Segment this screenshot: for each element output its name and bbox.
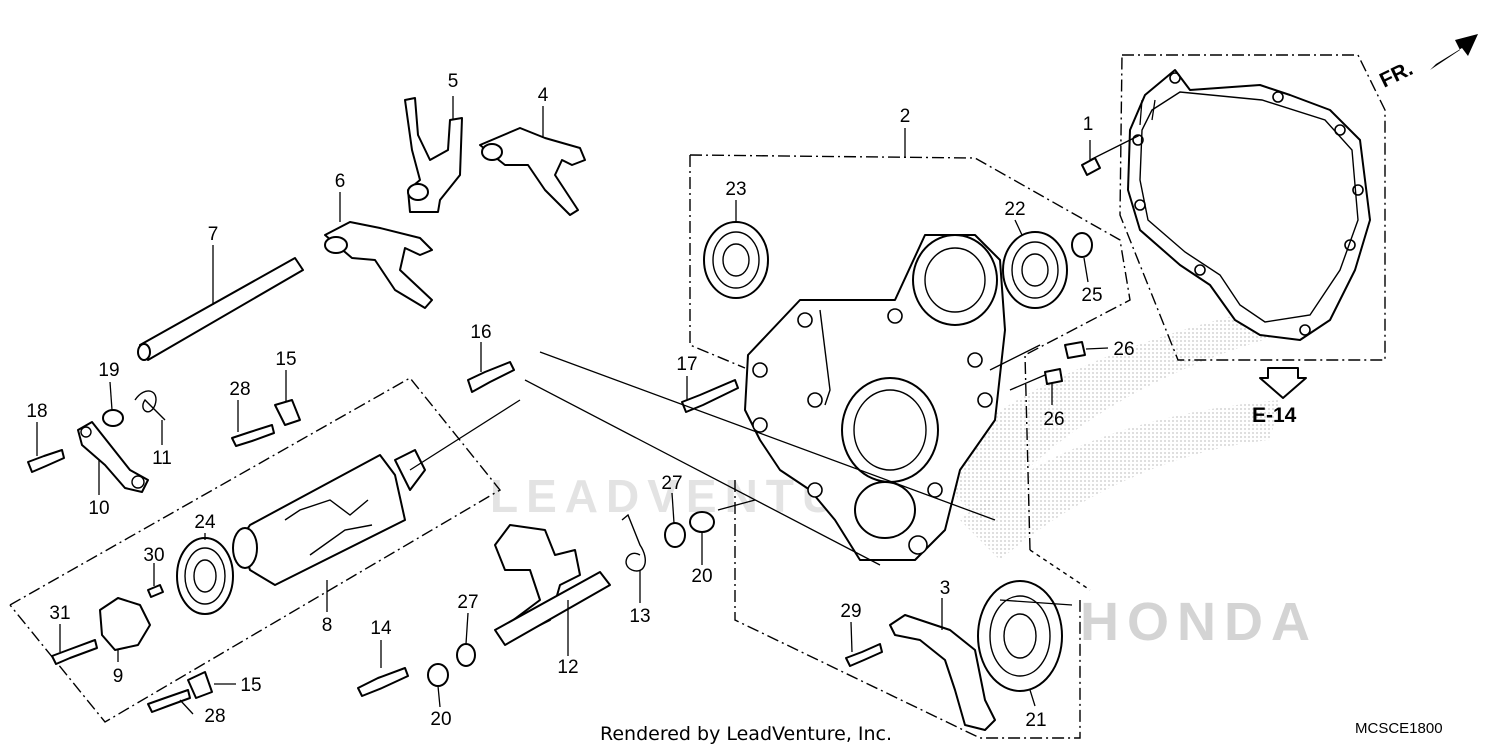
callout-15-top: 15	[275, 349, 296, 370]
callout-6: 6	[335, 171, 346, 192]
callout-27-lower: 27	[457, 592, 478, 613]
callout-23: 23	[725, 179, 746, 200]
callout-1: 1	[1083, 114, 1094, 135]
bearing-22	[1002, 231, 1068, 309]
callout-29: 29	[840, 601, 861, 622]
callout-10: 10	[88, 498, 109, 519]
cover-plate	[889, 614, 996, 731]
reference-label: E-14	[1252, 404, 1297, 427]
callout-31: 31	[49, 603, 70, 624]
shift-fork-4	[479, 127, 586, 216]
leader-lines	[409, 134, 1141, 606]
shift-fork-6	[324, 221, 433, 309]
shift-fork-5	[404, 97, 463, 213]
bearing-21	[977, 580, 1063, 692]
callout-18: 18	[26, 401, 47, 422]
callout-25: 25	[1081, 285, 1102, 306]
callout-30: 30	[143, 545, 164, 566]
front-arrow-icon	[1430, 34, 1478, 70]
callout-28-bottom: 28	[204, 706, 225, 727]
diagram-code: MCSCE1800	[1355, 720, 1443, 737]
reference-arrow: E-14	[1252, 367, 1307, 427]
callout-28-top: 28	[229, 379, 250, 400]
shift-drum	[232, 449, 426, 586]
callout-20-right: 20	[691, 566, 712, 587]
callout-leaders	[36, 96, 1109, 715]
callout-7: 7	[208, 224, 219, 245]
callout-17: 17	[676, 354, 697, 375]
callout-16: 16	[470, 322, 491, 343]
callout-numbers: 1 2 3 4 5 6 7 8 9 10 11 12 13 14 15 15 1…	[26, 71, 1134, 731]
callout-2: 2	[900, 106, 911, 127]
front-label: FR.	[1376, 57, 1416, 93]
callout-3: 3	[940, 578, 951, 599]
render-credit: Rendered by LeadVenture, Inc.	[600, 723, 892, 745]
honda-watermark: HONDA	[1080, 592, 1318, 652]
cover-gasket	[1127, 69, 1371, 341]
callout-12: 12	[557, 657, 578, 678]
callout-14: 14	[370, 618, 392, 639]
gearshift-spindle	[494, 524, 611, 646]
callout-26-lower: 26	[1043, 409, 1064, 430]
callout-13: 13	[629, 606, 650, 627]
bearing-23	[703, 221, 769, 299]
gearshift-housing	[744, 234, 1006, 561]
callout-19: 19	[98, 360, 119, 381]
stopper-arm	[77, 421, 149, 493]
honda-wing-watermark: HONDA	[930, 300, 1318, 652]
callout-8: 8	[322, 615, 333, 636]
callout-21: 21	[1025, 710, 1046, 731]
callout-4: 4	[538, 85, 549, 106]
callout-15-bottom: 15	[240, 675, 261, 696]
callout-20-left: 20	[430, 709, 451, 730]
callout-9: 9	[113, 666, 124, 687]
front-direction-indicator: FR.	[1376, 34, 1478, 92]
callout-26-upper: 26	[1113, 339, 1134, 360]
fork-shaft	[137, 257, 304, 361]
callout-5: 5	[448, 71, 459, 92]
bearing-24	[176, 537, 234, 615]
callout-24: 24	[194, 512, 216, 533]
callout-22: 22	[1004, 199, 1025, 220]
callout-11: 11	[152, 448, 172, 469]
group-outlines	[9, 54, 1386, 739]
callout-27-upper: 27	[661, 473, 682, 494]
